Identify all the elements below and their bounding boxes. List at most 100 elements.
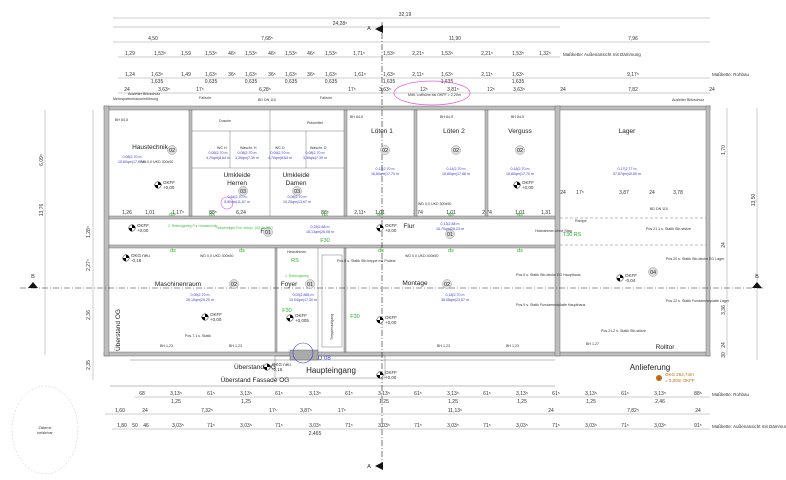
level-icon-fill bbox=[201, 313, 209, 321]
dimension-value: 7,32⁵ bbox=[201, 408, 213, 414]
room-haustechnik: Haustechnik bbox=[132, 144, 169, 151]
dimension-value: 1,63⁵ bbox=[151, 72, 163, 78]
detail-circle bbox=[292, 342, 314, 364]
dimension-value: 1,25 bbox=[448, 399, 458, 405]
room-number: 01 bbox=[447, 232, 453, 238]
note-rampe: Rampe bbox=[575, 219, 587, 223]
dimension-chain-label: Maßkette: Rohbau bbox=[712, 392, 750, 397]
door-ds: ds bbox=[170, 248, 176, 254]
area-value: 15,60qm|17,67 m bbox=[118, 160, 146, 164]
bh-lager: BH 1,27 bbox=[586, 342, 599, 346]
note-fallrohr-1: Fallrohr bbox=[199, 96, 212, 100]
dimension-value: 24 bbox=[695, 408, 701, 414]
dimension-value: 1,53⁵ bbox=[383, 51, 395, 57]
dimension-value: 2,21⁵ bbox=[481, 51, 493, 57]
area-value: 26,10qm|25,20 m bbox=[186, 298, 214, 302]
dimension-value: 71⁵ bbox=[621, 423, 629, 429]
dimension-value: 24 bbox=[560, 190, 566, 196]
area-value: 0,05|2,70 m bbox=[271, 151, 290, 155]
level-marker: OKFF+0,00 bbox=[376, 370, 397, 380]
note-bd-lager: BD DN 110 bbox=[650, 207, 668, 211]
dimension-value: 2,11⁵ bbox=[412, 72, 423, 78]
dimension-value: 1,63⁵ bbox=[285, 72, 297, 78]
dimension-value: 71⁵ bbox=[345, 423, 353, 429]
note-pos22: Pos.22 s. Statik Fundamentplatte Lager bbox=[666, 299, 730, 303]
dimension-value: 46⁵ bbox=[228, 51, 236, 57]
bh-loeten1: BH 84,5 bbox=[350, 115, 363, 119]
bh-maschinen-1: BH 1,23 bbox=[160, 344, 173, 348]
note-pos20: Pos.20 s. Statik Stb.decke EG Lager bbox=[666, 257, 725, 261]
dimension-value: 1,63⁵ bbox=[441, 72, 453, 78]
door-ds: ds bbox=[209, 212, 215, 218]
area-value: 97,87qm|40,60 m bbox=[613, 172, 641, 176]
area-value: 0,05|2,70 m bbox=[209, 151, 228, 155]
dimension-value: 36⁵ bbox=[268, 72, 276, 78]
room-number: 03 bbox=[240, 189, 246, 195]
dimension-value: 61⁵ bbox=[414, 391, 422, 397]
dimension-value: 17⁵ bbox=[196, 87, 204, 93]
dimension-value: 7,96 bbox=[628, 36, 638, 42]
dimension-value: 11,90 bbox=[449, 36, 461, 42]
room-number-badge bbox=[167, 145, 177, 155]
walls bbox=[103, 105, 711, 387]
level-label: OKFF bbox=[210, 312, 222, 317]
note-notwendiger-flur: 'notwendiger Flur' entspr. §34 ThürBO bbox=[216, 226, 273, 230]
level-label: OKFF bbox=[385, 315, 397, 320]
dimension-value: 1,63⁵ bbox=[325, 72, 337, 78]
room-number-badge bbox=[238, 186, 248, 196]
dimension-value: 6,24 bbox=[236, 210, 246, 216]
room-maschinenraum: Maschinenraum bbox=[155, 281, 201, 288]
dimension-value: 1,635 bbox=[512, 79, 525, 85]
level-reference-icon bbox=[656, 375, 662, 381]
room-waschr-d: Waschr. D bbox=[310, 146, 327, 150]
dimension-value: 3,78 bbox=[673, 190, 683, 196]
note-pos21-1: Pos.21.1 s. Statik Stb.stütze bbox=[646, 227, 691, 231]
area-value: 16,80qm|17,70 m bbox=[371, 172, 399, 176]
room-number: 02 bbox=[444, 282, 450, 288]
note-pos9: Pos.9 s. Statik Fundamentplatte Haupthau… bbox=[516, 303, 586, 307]
wd-loeten: WD 0,0 UKD 500x50 bbox=[418, 202, 451, 206]
dimension-value: 1,70 bbox=[721, 145, 727, 155]
dimension-lines bbox=[44, 17, 758, 430]
dimension-value: 1,31 bbox=[541, 210, 551, 216]
level-value: +0,00 bbox=[163, 185, 175, 190]
dimension-value: 6,28⁵ bbox=[259, 87, 271, 93]
dimension-value: 13,76 bbox=[39, 204, 45, 217]
room-loeten-2: Löten 2 bbox=[443, 128, 465, 135]
bh-haustechnik: BH 84,5 bbox=[115, 118, 128, 122]
room-umkleide-damen: Umkleide bbox=[282, 172, 309, 179]
dimension-value: 71⁵ bbox=[483, 423, 491, 429]
dimension-value: 6,09⁵ bbox=[39, 154, 45, 166]
dimension-value: 61⁵ bbox=[345, 391, 353, 397]
dimension-value: 1,61⁵ bbox=[354, 72, 366, 78]
room-waschr-h: Waschr. H bbox=[240, 146, 257, 150]
dimension-value: 1,635 bbox=[383, 79, 396, 85]
level-icon-fill bbox=[376, 371, 384, 379]
room-number-badge bbox=[442, 279, 452, 289]
dimension-value: 1,53⁵ bbox=[154, 51, 166, 57]
level-value: -0,16 bbox=[272, 367, 283, 372]
note-rettungsweg-1: 1. Rettungsweg bbox=[285, 274, 309, 278]
label-haupteingang: Haupteingang bbox=[306, 366, 356, 375]
door-ds: ds bbox=[169, 212, 175, 218]
dimension-value: 24 bbox=[124, 87, 130, 93]
note-fallrohr-2: Fallrohr bbox=[320, 96, 333, 100]
level-value: +0,00 bbox=[522, 185, 534, 190]
dimension-value: 1,24 bbox=[125, 72, 135, 78]
dimension-value: 3,63⁵ bbox=[513, 87, 525, 93]
area-value: 0,18|2,70 m bbox=[511, 167, 530, 171]
dimension-value: 1,63⁵ bbox=[383, 72, 395, 78]
dimension-value: 1,32⁵ bbox=[539, 51, 551, 57]
dimension-value: 3,36 bbox=[721, 305, 727, 315]
room-loeten-1: Löten 1 bbox=[371, 128, 393, 135]
dimension-value: 17⁵ bbox=[269, 408, 277, 414]
dimension-value: 3,03⁵ bbox=[240, 423, 252, 429]
level-icon-fill bbox=[376, 224, 384, 232]
note-pos21-2: Pos.21.2 s. Statik Stb.stütze bbox=[601, 329, 646, 333]
label-ueberstand-og: Überstand OG bbox=[234, 363, 276, 371]
label-ueberstand-fassade: Überstand Fassade OG bbox=[221, 376, 290, 384]
dimension-value: 9,17⁵ bbox=[627, 72, 639, 78]
area-value: 16,80qm|17,68 m bbox=[442, 172, 470, 176]
